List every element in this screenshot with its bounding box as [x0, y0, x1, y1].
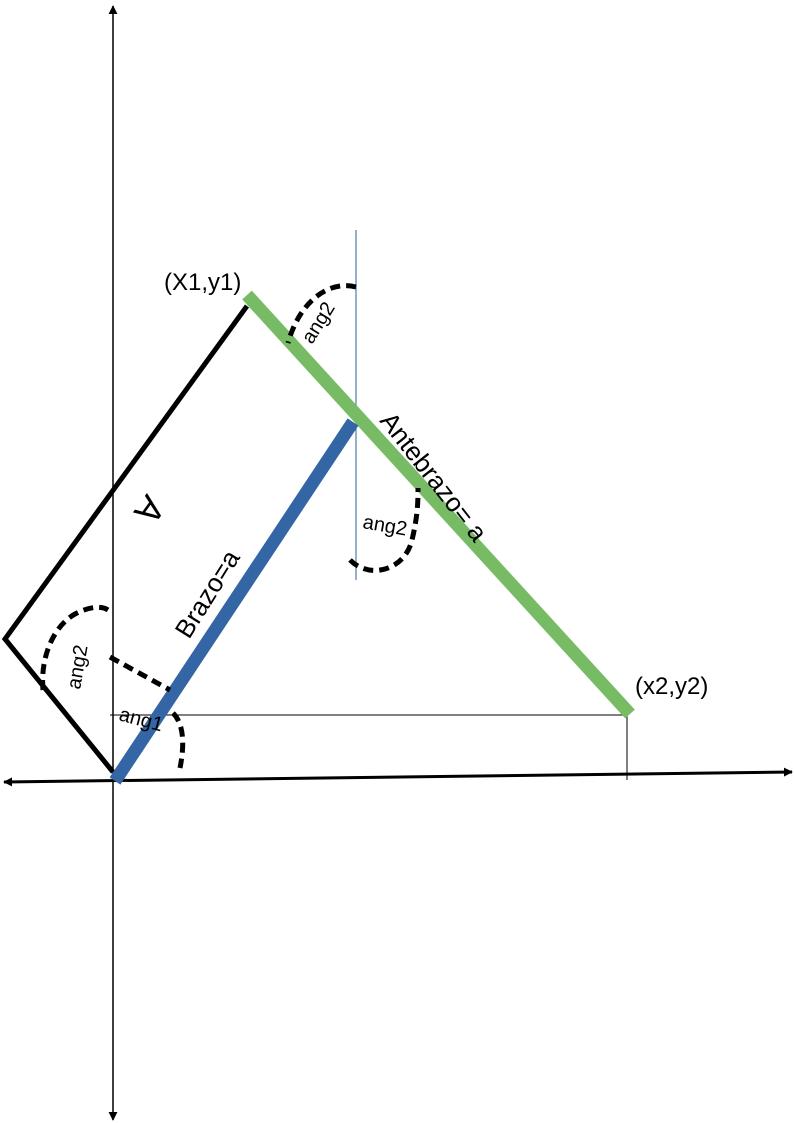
forearm-segment [242, 290, 635, 719]
side-a-outline [1, 304, 250, 774]
ang2-top-arc [285, 283, 357, 344]
ang1-arc [171, 711, 186, 769]
side-a-label: A [126, 488, 173, 532]
upper-arm-segment [109, 418, 359, 785]
point2-label: (x2,y2) [635, 673, 708, 700]
ang2-left-label: ang2 [63, 643, 92, 691]
point1-label: (X1,y1) [164, 269, 241, 296]
ang2-left-arc [40, 604, 110, 691]
ang2-left-dash-line [108, 654, 172, 693]
ang2-middle-label: ang2 [361, 511, 409, 540]
ang2-middle-arc [348, 487, 421, 573]
x-axis [3, 767, 793, 787]
